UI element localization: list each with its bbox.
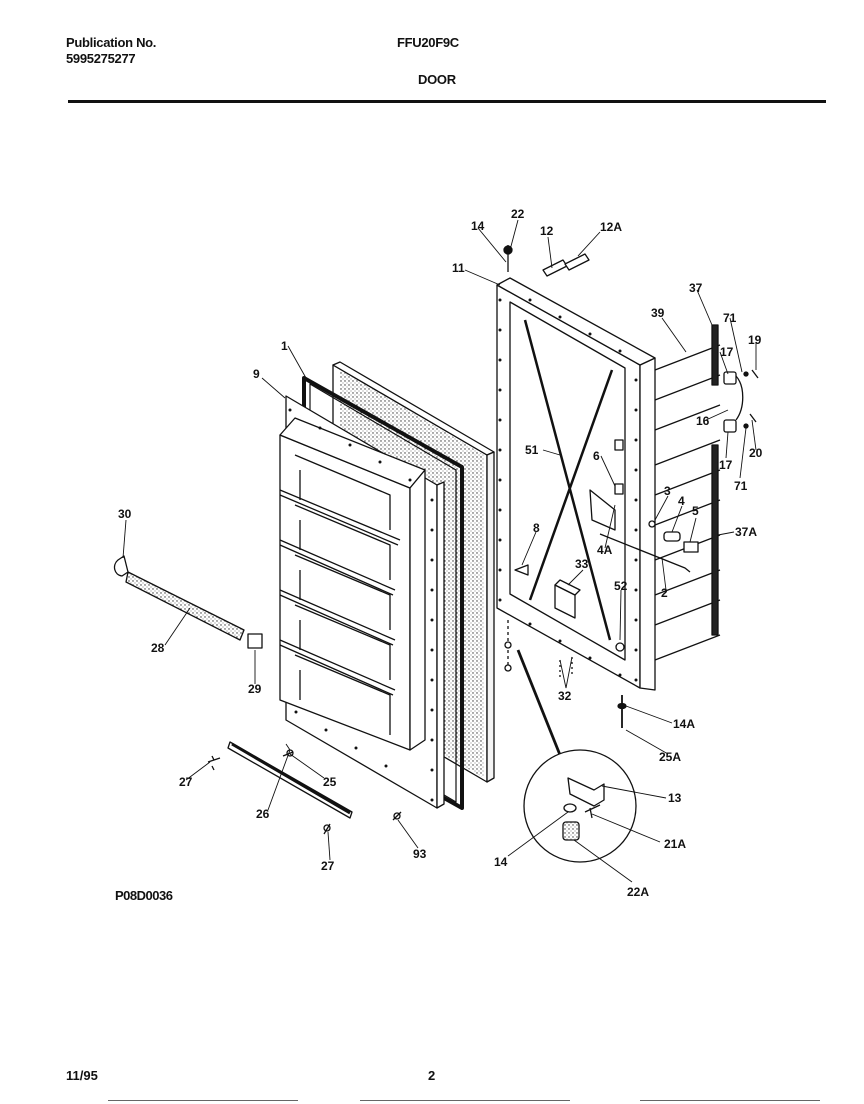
callout-27-left: 27 [179,775,193,789]
callout-12: 12 [540,224,554,238]
callout-16: 16 [696,414,710,428]
section-title: DOOR [418,72,456,87]
strip-37A [711,444,719,636]
callout-29: 29 [248,682,262,696]
top-fasteners [503,245,590,277]
callout-4: 4 [678,494,685,508]
rivet-dots [288,298,638,802]
revision-date: 11/95 [66,1068,98,1083]
callout-22A: 22A [627,885,649,899]
callout-30: 30 [118,507,132,521]
model-number: FFU20F9C [397,35,459,50]
outer-door-panel [496,277,656,691]
inner-door-liner [279,395,445,809]
footer-rule-right [640,1100,820,1101]
page-number: 2 [428,1068,436,1083]
callout-14-top: 14 [471,219,485,233]
latch-parts [589,489,699,573]
detail-circle [516,649,637,863]
publication-label: Publication No. [66,35,157,50]
header-rule [68,100,826,103]
footer-rule-left [108,1100,298,1101]
callout-6: 6 [593,449,600,463]
callout-32: 32 [558,689,572,703]
callout-25A: 25A [659,750,681,764]
callout-93: 93 [413,847,427,861]
callout-14-detail: 14 [494,855,508,869]
callout-37A: 37A [735,525,757,539]
callout-8: 8 [533,521,540,535]
bracket-33 [554,579,581,619]
handle-bottom [227,741,353,819]
callout-28: 28 [151,641,165,655]
drawing-code: P08D0036 [115,888,173,903]
callout-4A: 4A [597,543,613,557]
hinge-assembly [723,369,759,433]
callout-71-top: 71 [723,311,737,325]
callout-3: 3 [664,484,671,498]
callout-20: 20 [749,446,763,460]
callout-17-bottom: 17 [719,458,733,472]
callout-26: 26 [256,807,270,821]
strip-37 [711,324,719,386]
handle-top [113,555,263,649]
callout-22: 22 [511,207,525,221]
callout-51: 51 [525,443,539,457]
bottom-hinge-fasteners [504,620,627,728]
callout-11: 11 [452,261,465,275]
callout-21A: 21A [664,837,686,851]
callout-52: 52 [614,579,628,593]
callout-14A: 14A [673,717,695,731]
callout-9: 9 [253,367,260,381]
callout-39: 39 [651,306,665,320]
callout-27-bottom: 27 [321,859,335,873]
callout-2: 2 [661,586,668,600]
callout-13: 13 [668,791,682,805]
callout-5: 5 [692,504,699,518]
callout-17-top: 17 [720,345,734,359]
callout-37: 37 [689,281,703,295]
leader-lines [122,219,757,883]
callout-71-bottom: 71 [734,479,748,493]
publication-number: 5995275277 [66,51,136,66]
callout-12A: 12A [600,220,622,234]
footer-rule-middle [360,1100,570,1101]
callout-25: 25 [323,775,337,789]
callout-labels: 1 9 30 28 29 27 26 25 27 93 14 22 12 12A… [118,207,763,899]
callout-1: 1 [281,339,288,353]
callout-19: 19 [748,333,762,347]
callout-33: 33 [575,557,589,571]
small-parts [514,439,625,652]
